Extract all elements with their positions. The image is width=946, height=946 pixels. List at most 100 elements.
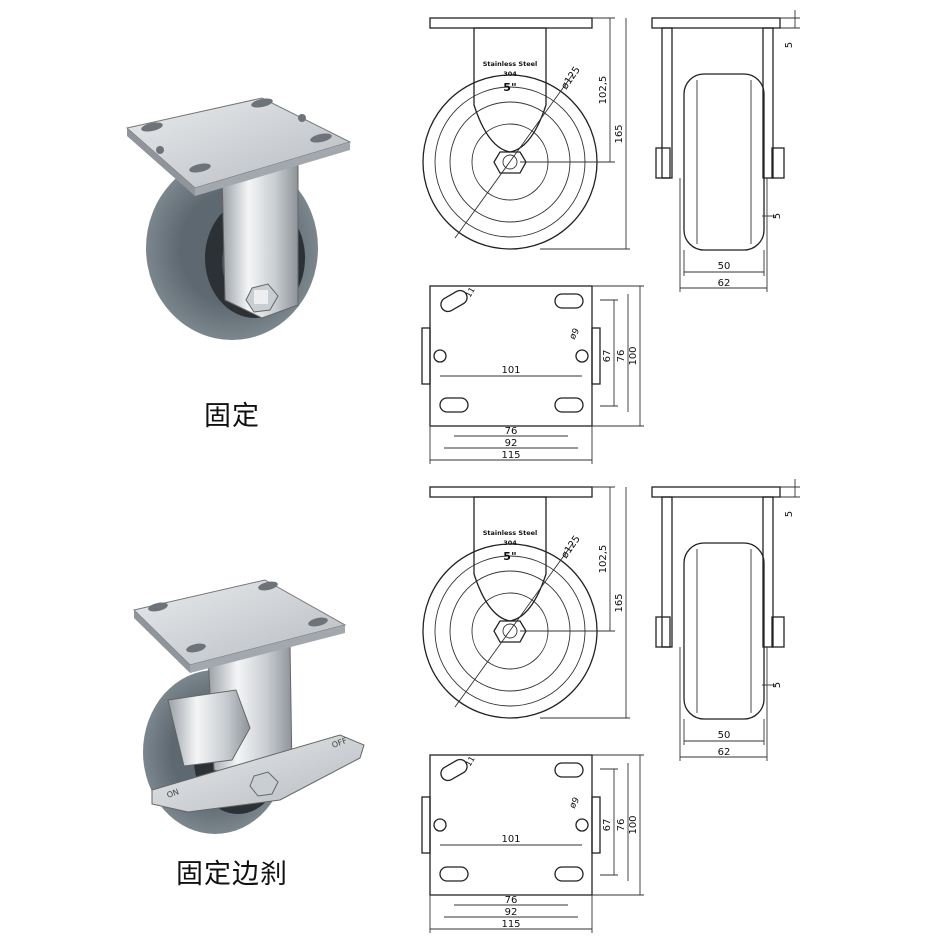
caption-fixed-brake: 固定边刹 [176,859,288,890]
plate-text-grade: 304 [503,70,517,78]
plate-view: 11 ø9 101 67 76 100 76 92 [421,754,644,933]
slot-hole [554,293,584,309]
front-view: Stainless Steel 304 5" ø125 102,5 165 [422,17,630,250]
brake-frame [167,689,251,767]
slot-hole [439,866,469,882]
dim-total-height: 165 [614,593,625,612]
drawing-line [771,147,785,179]
brake-lever [151,734,365,813]
side-view: 5 5 50 62 [651,479,800,761]
slot-hole [440,758,468,782]
plate-text-size: 5" [503,81,516,94]
mount-slot [251,98,273,108]
dim-axle-offset: 5 [772,213,783,219]
drawing-set-fixed: Stainless Steel 304 5" ø125 102,5 165 [421,10,800,464]
round-hole [433,349,447,363]
plate-text-grade: 304 [503,539,517,547]
slot-hole [439,397,469,413]
drawing-line [156,146,164,154]
dim-plate-thickness: 5 [784,511,795,517]
drawing-set-brake: Stainless Steel 304 5" ø125 102,5 165 [421,479,800,933]
dim-w3: 115 [501,450,520,461]
wheel-side [683,542,765,720]
mount-slot [148,602,168,612]
drawing-line [591,327,601,385]
dim-hole-spacing: 101 [501,365,520,376]
drawing-line [651,17,781,29]
drawing-line [429,486,593,498]
plate-view: 11 ø9 101 67 76 100 76 92 [421,285,644,464]
round-hole [575,818,589,832]
dim-hole: ø9 [568,327,582,342]
mount-slot [186,643,206,653]
dim-total-width: 62 [718,278,731,289]
drawing-line [502,623,518,639]
drawing-line [762,496,774,648]
dim-w2: 92 [505,438,518,449]
dim-diameter: ø125 [559,65,582,92]
drawing-line [429,17,593,29]
axle-nut [493,151,527,174]
axle-bolt [655,616,671,648]
round-hole [575,349,589,363]
axle-nut [249,771,279,797]
dim-slot: 11 [464,286,477,299]
drawing-line [127,128,195,196]
plate-text-material: Stainless Steel [483,529,538,537]
dim-v2: 76 [616,819,627,832]
slot-hole [554,866,584,882]
drawing-line [771,616,785,648]
axle-bolt [655,147,671,179]
drawing-line [762,27,774,179]
side-view: 5 5 50 62 [651,10,800,292]
top-plate [125,97,352,189]
dim-axle-offset: 5 [772,682,783,688]
plate-text-size: 5" [503,550,516,563]
dim-slot: 11 [464,755,477,768]
dim-plate-thickness: 5 [784,42,795,48]
drawing-line [651,486,781,498]
dim-v3: 100 [628,815,639,834]
dim-total-height: 165 [614,124,625,143]
dim-w3: 115 [501,919,520,930]
axle-nut [493,620,527,643]
dim-v2: 76 [616,350,627,363]
drawing-line [254,290,268,304]
brake-on-text: ON [166,787,181,800]
mount-slot [258,581,278,591]
dim-hole: ø9 [568,796,582,811]
mount-slot [310,133,332,143]
round-hole [433,818,447,832]
slot-hole [440,289,468,313]
plate-text-material: Stainless Steel [483,60,538,68]
dim-w1: 76 [505,426,518,437]
diameter-line [454,542,574,708]
plate-outline [429,754,593,896]
drawing-line [591,796,601,854]
drawing-line [190,625,345,673]
dim-total-width: 62 [718,747,731,758]
mount-slot [308,617,328,627]
drawing-line [421,796,431,854]
photo-brake-caster: OFF ON [132,579,365,834]
dim-hole-spacing: 101 [501,834,520,845]
dim-v1: 67 [602,819,613,832]
mount-slot [189,163,211,173]
dim-diameter: ø125 [559,534,582,561]
drawing-line [502,154,518,170]
wheel-side [683,73,765,251]
drawing-line [421,327,431,385]
dim-w2: 92 [505,907,518,918]
dim-wheel-width: 50 [718,261,731,272]
dim-axle-height: 102,5 [598,545,609,574]
drawing-line [195,142,350,196]
dim-w1: 76 [505,895,518,906]
dim-v3: 100 [628,346,639,365]
slot-hole [554,397,584,413]
drawing-line [298,114,306,122]
drawing-line [134,610,190,673]
plate-outline [429,285,593,427]
slot-hole [554,762,584,778]
